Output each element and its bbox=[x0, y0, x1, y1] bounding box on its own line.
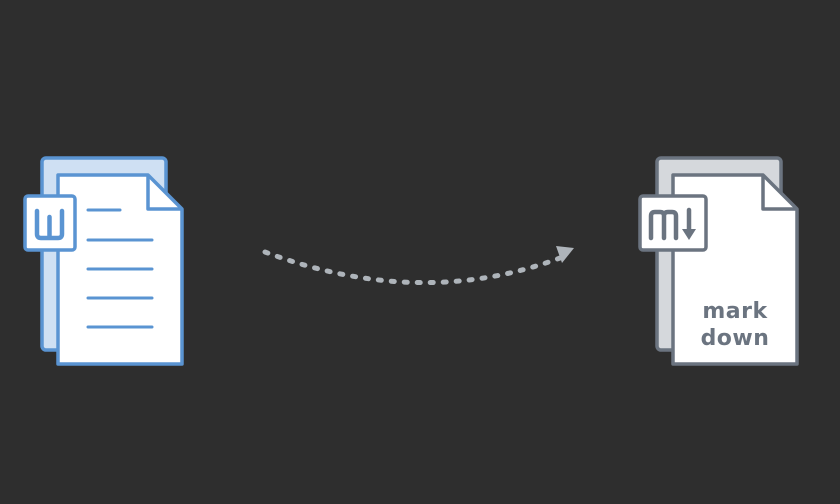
markdown-label-line1: mark bbox=[702, 299, 768, 324]
markdown-page-fold bbox=[761, 175, 797, 211]
markdown-document-icon: mark down bbox=[638, 156, 799, 366]
dotted-curved-arrow-icon bbox=[262, 246, 574, 285]
markdown-badge bbox=[638, 194, 708, 252]
word-w-glyph bbox=[34, 208, 65, 241]
markdown-down-arrow-head bbox=[682, 229, 696, 240]
word-text-lines bbox=[86, 208, 154, 329]
arrow-dotted-path bbox=[262, 249, 563, 285]
markdown-label-line2: down bbox=[701, 326, 770, 351]
arrow-head bbox=[556, 246, 574, 263]
word-badge bbox=[23, 194, 77, 252]
markdown-m-glyph bbox=[648, 209, 679, 241]
word-page-fold bbox=[146, 175, 182, 211]
word-document-icon bbox=[23, 156, 184, 366]
